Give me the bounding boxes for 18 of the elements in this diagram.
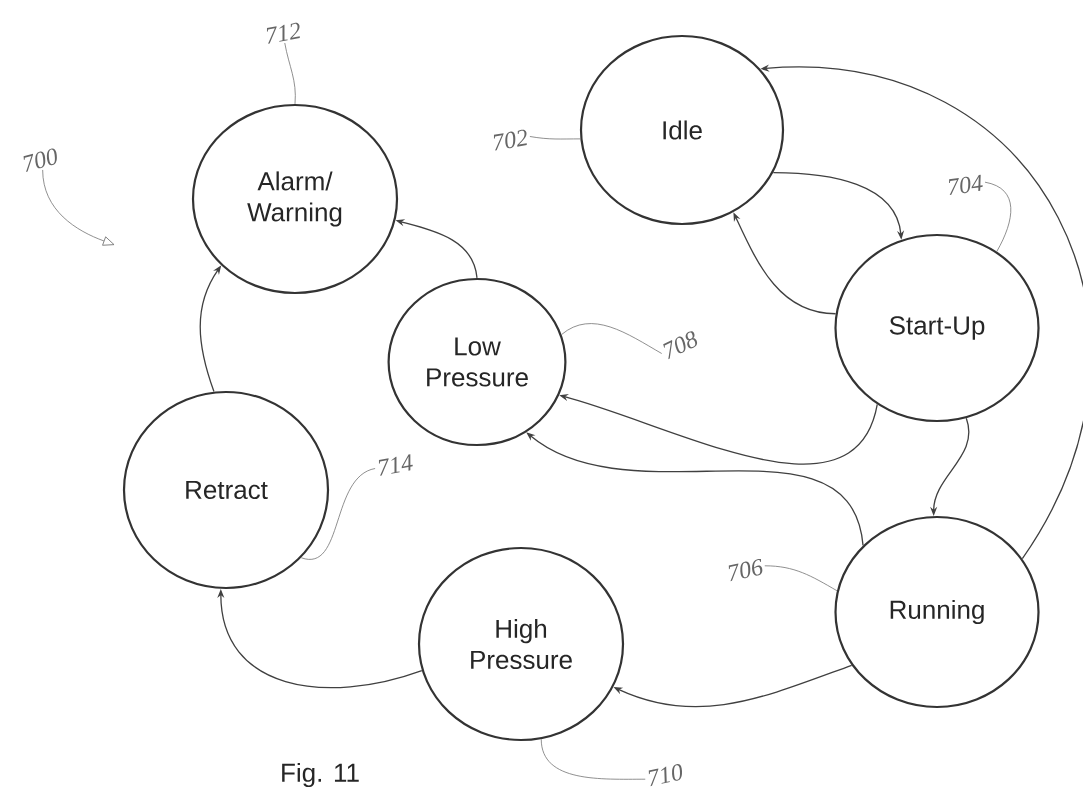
arrow — [526, 432, 864, 547]
leader-line — [561, 323, 663, 354]
reference-numeral: 706 — [728, 558, 763, 582]
figure-caption: Fig. 11 — [282, 762, 359, 788]
reference-numeral: 704 — [949, 174, 983, 196]
leader-line — [529, 136, 581, 140]
leader-line — [284, 42, 296, 105]
reference-numeral: 712 — [266, 22, 300, 44]
reference-numeral: 710 — [648, 764, 683, 787]
reference-numeral: 714 — [378, 454, 413, 476]
leader-line — [764, 565, 838, 592]
leader-line — [540, 738, 646, 780]
leader-line — [984, 181, 1012, 252]
reference-numeral: 700 — [23, 148, 57, 172]
arrow — [42, 169, 115, 246]
reference-numeral: 708 — [663, 331, 698, 360]
reference-numeral: 702 — [493, 129, 527, 151]
leader-line — [300, 468, 376, 560]
